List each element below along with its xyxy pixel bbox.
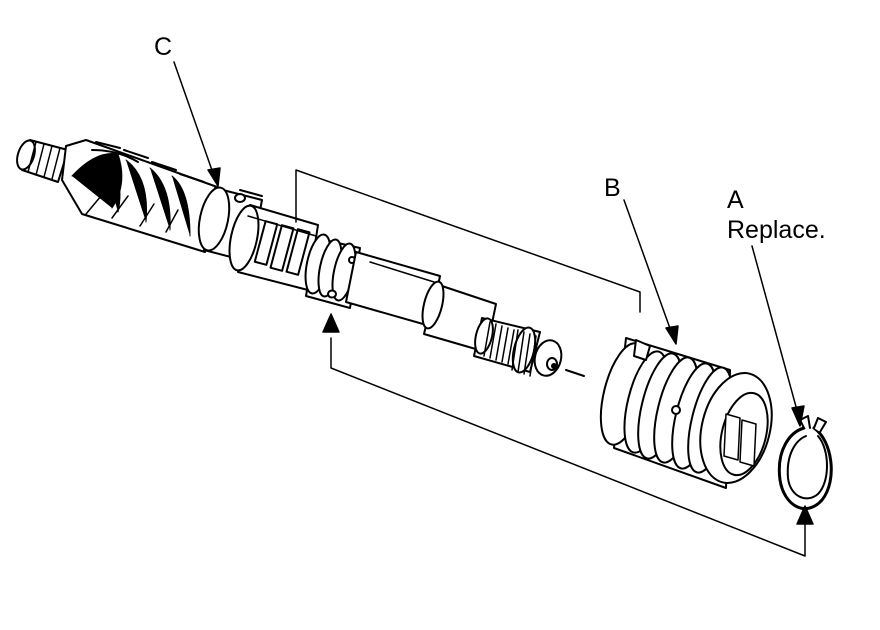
pinion-shaft: [16, 139, 585, 377]
callout-b-leader: [623, 199, 679, 345]
shaft-body: [345, 251, 497, 353]
callout-c-label: C: [154, 33, 173, 61]
assembly-leader-lines: [295, 169, 814, 557]
callout-a-label: A: [727, 186, 744, 214]
callout-b-label: B: [604, 174, 621, 202]
valve-sleeve: [599, 337, 773, 489]
shaft-knurled-end: [473, 317, 585, 377]
shaft-splined-end: [16, 139, 69, 183]
shaft-fluted-section: [228, 204, 319, 291]
callout-a-leader: [751, 245, 805, 427]
snap-ring: [777, 415, 833, 511]
callout-a-note: Replace.: [727, 216, 826, 244]
callout-c-leader: [173, 61, 221, 187]
pinion-gear: [61, 139, 221, 253]
